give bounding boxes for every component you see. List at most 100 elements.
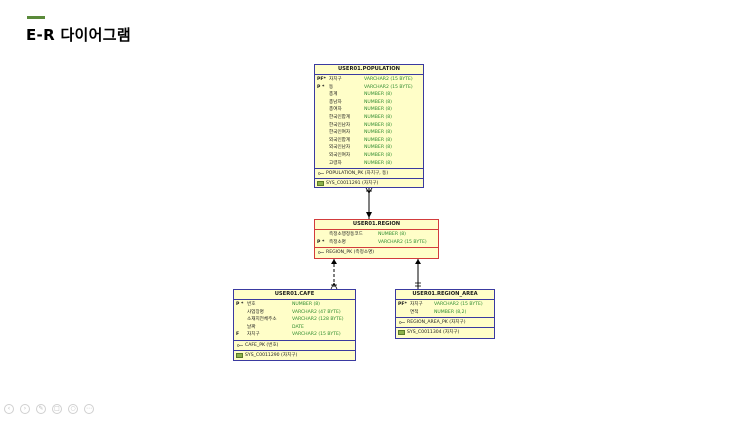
unique-key-label: SYS_C0011304 (자치구)	[407, 330, 460, 336]
column-type: NUMBER (8)	[364, 160, 392, 166]
entity-divider	[396, 317, 494, 319]
column-type: VARCHAR2 (128 BYTE)	[292, 317, 344, 323]
pen-icon[interactable]: ✎	[36, 404, 46, 414]
column-type: VARCHAR2 (15 BYTE)	[292, 332, 341, 338]
primary-key-label: REGION_AREA_PK (자치구)	[407, 320, 466, 326]
primary-key-row[interactable]: POPULATION_PK (자치구, 동)	[315, 169, 423, 178]
unique-key-label: SYS_C0011291 (자치구)	[326, 181, 379, 187]
column-type: DATE	[292, 324, 304, 330]
column-row[interactable]: 총여자 NUMBER (8)	[315, 106, 423, 114]
column-type: NUMBER (8)	[364, 107, 392, 113]
column-row[interactable]: 한국인남자 NUMBER (8)	[315, 122, 423, 130]
column-flag: PF*	[317, 77, 326, 82]
unique-key-icon	[236, 352, 243, 358]
column-row[interactable]: 총남자 NUMBER (8)	[315, 99, 423, 107]
column-type: VARCHAR2 (15 BYTE)	[378, 239, 427, 245]
column-name: 자치구	[410, 302, 423, 307]
unique-key-icon	[398, 330, 405, 336]
column-name: 면적	[410, 309, 419, 315]
column-row[interactable]: 소재지전체주소 VARCHAR2 (128 BYTE)	[234, 316, 355, 324]
column-row[interactable]: P * 측정소명 VARCHAR2 (15 BYTE)	[315, 239, 438, 247]
column-type: NUMBER (8)	[378, 232, 406, 237]
entity-region-area[interactable]: USER01.REGION_AREA PF*자치구 VARCHAR2 (15 BY…	[395, 289, 495, 339]
column-name: 한국인남자	[329, 122, 351, 128]
column-type: NUMBER (8)	[364, 122, 392, 128]
primary-key-row[interactable]: REGION_AREA_PK (자치구)	[396, 318, 494, 327]
column-type: NUMBER (8)	[364, 137, 392, 143]
forward-icon[interactable]: ›	[20, 404, 30, 414]
column-row[interactable]: 외국인합계 NUMBER (8)	[315, 137, 423, 145]
entity-region-columns: 측정소행정동코드 NUMBER (8) P * 측정소명 VARCHAR2 (15 B…	[315, 230, 438, 247]
column-type: NUMBER (8)	[364, 114, 392, 120]
column-flag: P *	[236, 302, 244, 307]
primary-key-row[interactable]: REGION_PK (측정소명)	[315, 248, 438, 257]
entity-divider	[315, 168, 423, 170]
entity-region-area-title: USER01.REGION_AREA	[396, 290, 494, 300]
title-accent-bar	[27, 16, 45, 19]
column-row[interactable]: 한국인여자 NUMBER (8)	[315, 129, 423, 137]
column-type: NUMBER (8)	[364, 92, 392, 98]
unique-key-row[interactable]: SYS_C0011290 (자치구)	[234, 351, 355, 360]
column-flag: P *	[317, 239, 325, 245]
unique-key-icon	[317, 181, 324, 187]
primary-key-label: REGION_PK (측정소명)	[326, 250, 375, 256]
column-row[interactable]: 측정소행정동코드 NUMBER (8)	[315, 231, 438, 239]
rel-population-region-arrow	[366, 212, 372, 218]
unique-key-row[interactable]: SYS_C0011304 (자치구)	[396, 328, 494, 337]
column-name: 총여자	[329, 107, 342, 113]
column-type: NUMBER (8)	[364, 99, 392, 105]
column-type: NUMBER (8)	[292, 302, 320, 307]
column-row[interactable]: F 자치구 VARCHAR2 (15 BYTE)	[234, 331, 355, 339]
column-name: 측정소명	[329, 239, 346, 245]
column-type: NUMBER (8)	[364, 152, 392, 158]
column-name: 자치구	[247, 332, 260, 338]
zoom-icon[interactable]: ○	[68, 404, 78, 414]
primary-key-row[interactable]: CAFE_PK (번호)	[234, 341, 355, 350]
page-title: E-R 다이어그램	[26, 26, 131, 44]
entity-region-area-columns: PF*자치구 VARCHAR2 (15 BYTE) 면적 NUMBER (8,2)	[396, 300, 494, 317]
copy-icon[interactable]: □	[52, 404, 62, 414]
column-flag: P *	[317, 84, 325, 90]
column-name: 자치구	[329, 77, 342, 82]
column-row[interactable]: PF*자치구 VARCHAR2 (15 BYTE)	[396, 301, 494, 309]
column-type: VARCHAR2 (15 BYTE)	[434, 302, 483, 307]
column-name: 측정소행정동코드	[329, 232, 363, 237]
key-icon	[318, 251, 324, 254]
column-flag: PF*	[398, 302, 407, 307]
rel-region-cafe-crowfoot-b	[333, 282, 338, 290]
rel-population-region-crowfoot-b	[368, 187, 373, 194]
back-icon[interactable]: ‹	[4, 404, 14, 414]
column-row[interactable]: 고령자 NUMBER (8)	[315, 160, 423, 168]
column-name: 외국인합계	[329, 137, 351, 143]
column-type: NUMBER (8,2)	[434, 309, 467, 315]
column-row[interactable]: 면적 NUMBER (8,2)	[396, 309, 494, 317]
rel-population-region-crowfoot-a	[365, 187, 370, 194]
column-name: 소재지전체주소	[247, 317, 277, 323]
column-type: NUMBER (8)	[364, 145, 392, 151]
column-name: 고령자	[329, 160, 342, 166]
entity-divider	[396, 327, 494, 329]
more-icon[interactable]: ⋯	[84, 404, 94, 414]
rel-region-cafe-arrow	[331, 259, 337, 264]
column-type: NUMBER (8)	[364, 130, 392, 136]
column-type: VARCHAR2 (47 BYTE)	[292, 309, 341, 315]
column-name: 총남자	[329, 99, 342, 105]
unique-key-row[interactable]: SYS_C0011291 (자치구)	[315, 179, 423, 188]
entity-divider	[234, 339, 355, 341]
column-flag: F	[236, 332, 240, 338]
column-name: 한국인여자	[329, 130, 351, 136]
